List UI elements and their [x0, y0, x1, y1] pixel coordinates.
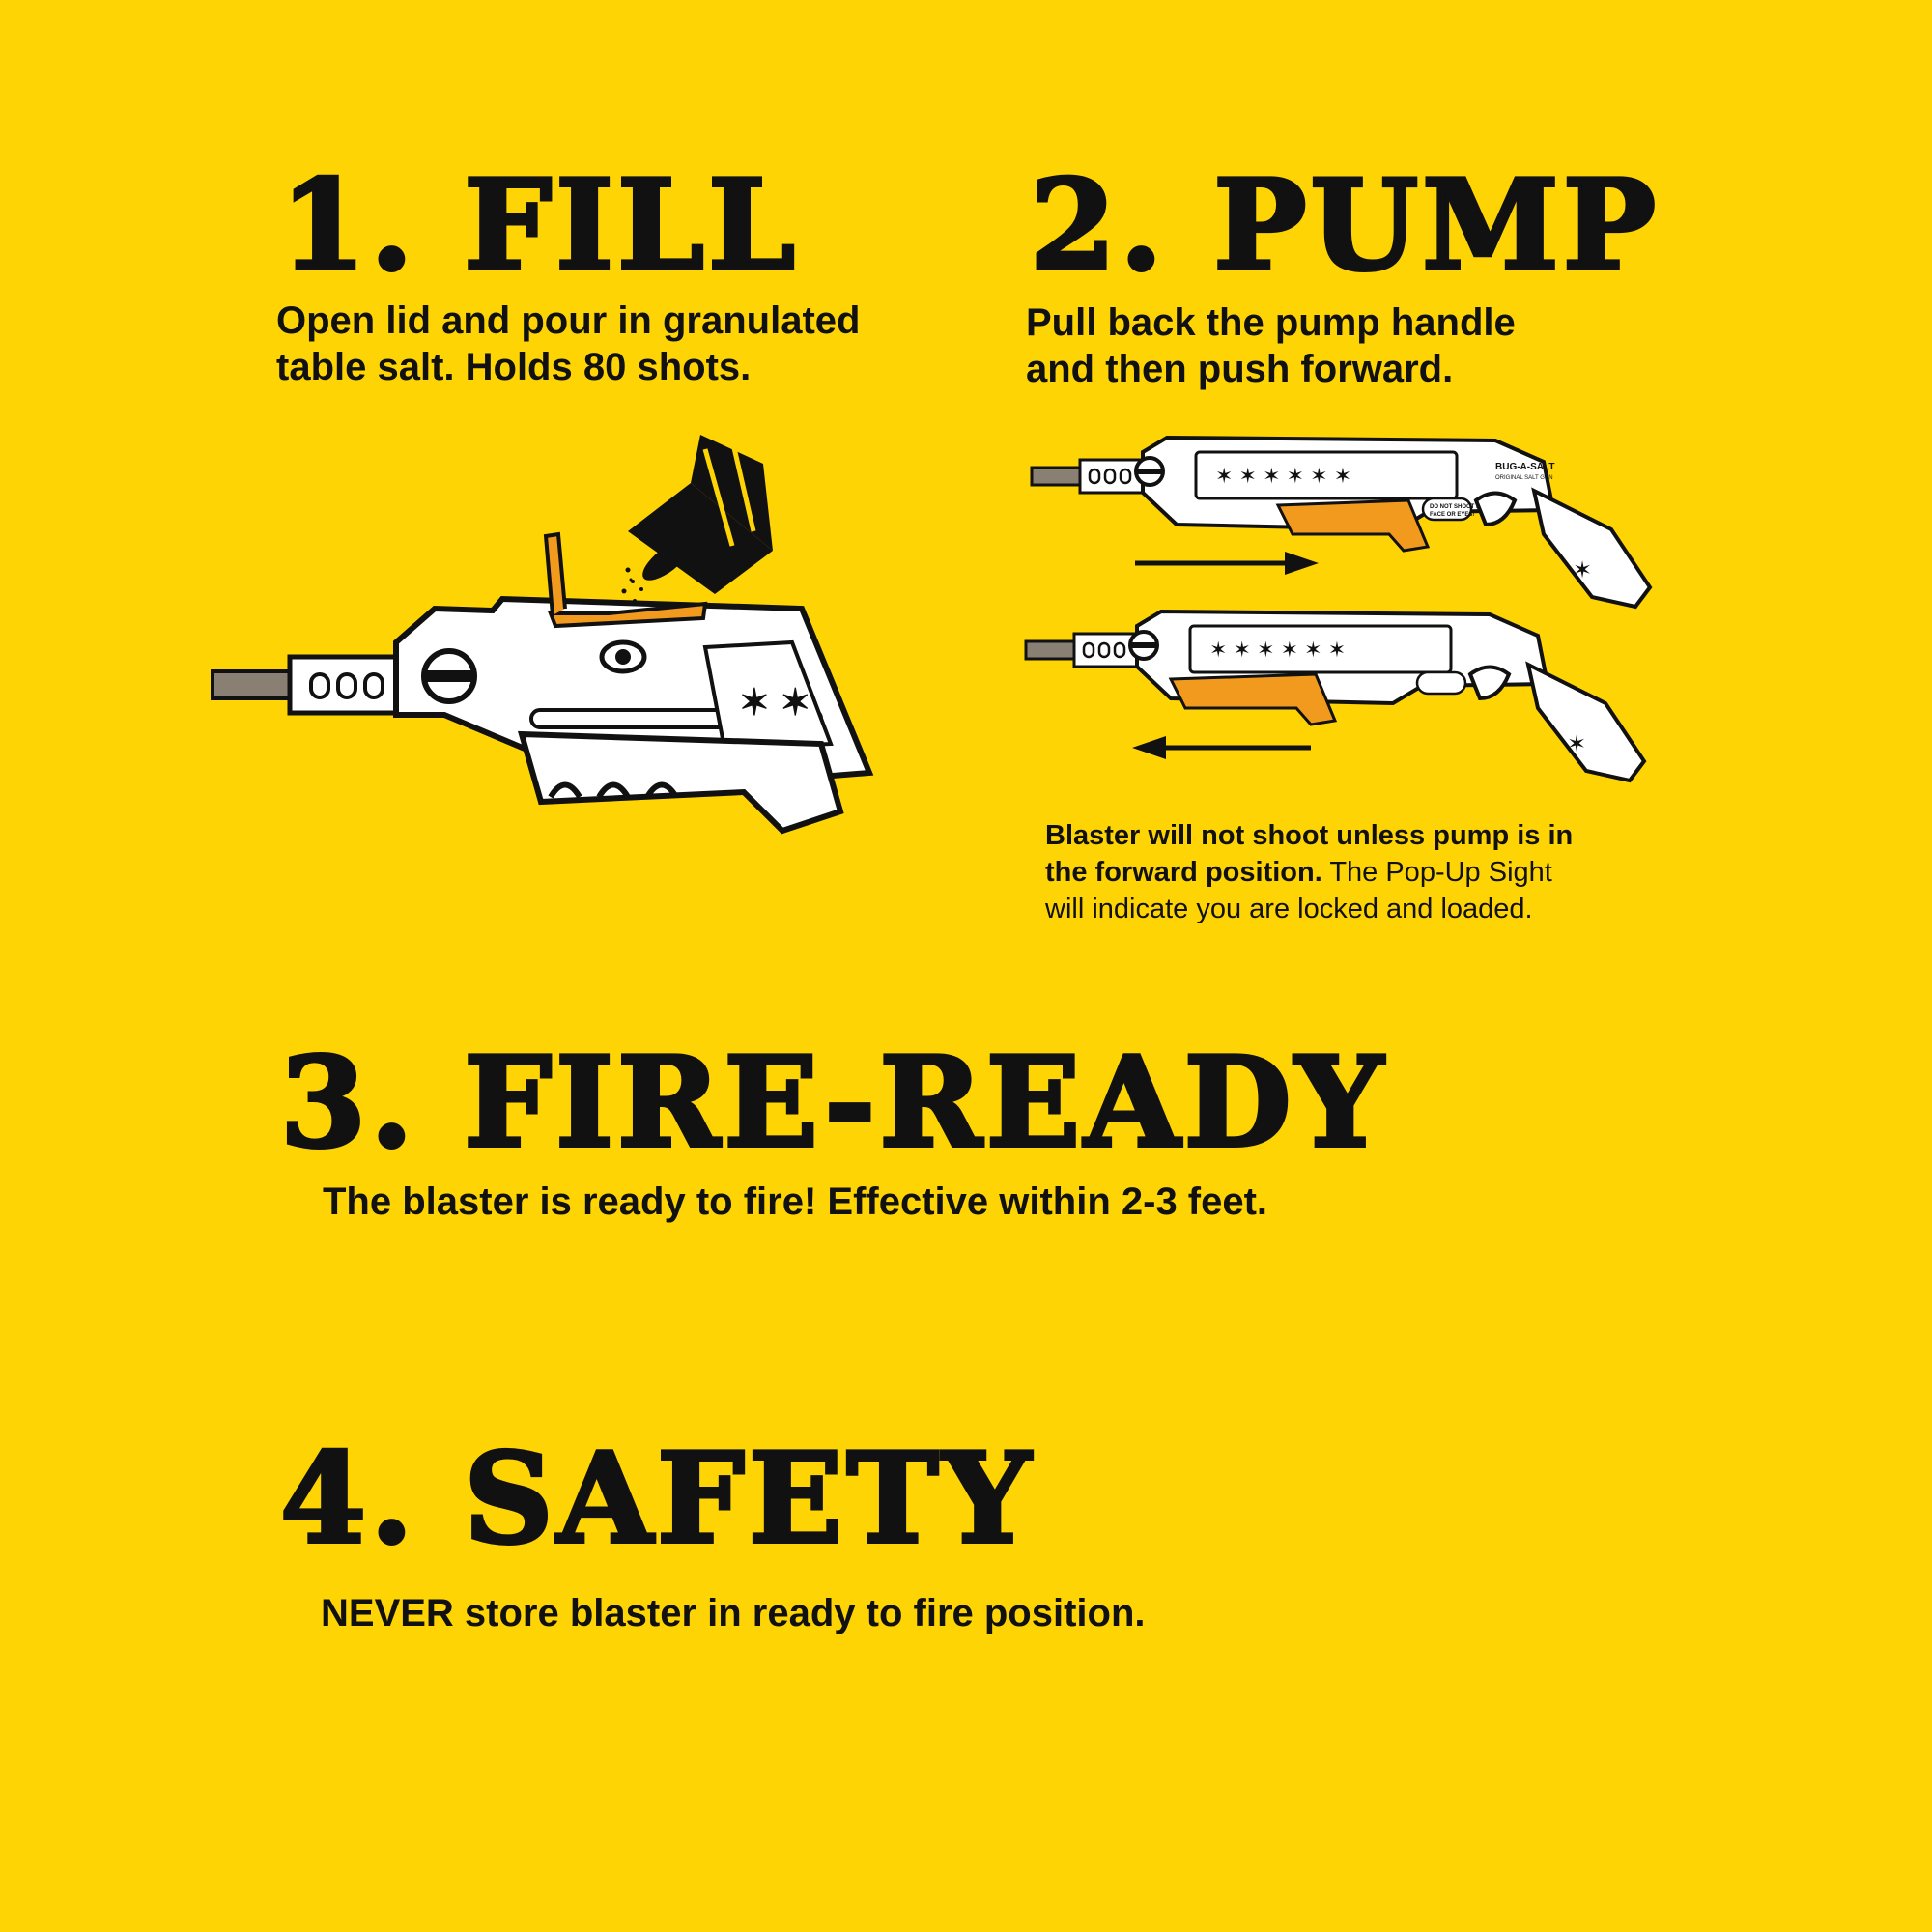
arrow-left-icon [1132, 736, 1311, 759]
step2-description-line2: and then push forward. [1026, 348, 1454, 390]
pump-note-line1: Blaster will not shoot unless pump is in [1045, 817, 1573, 854]
salt-gun-pulled-illustration: ✶ ✶ ✶ ✶ ✶ ✶ BUG-A-SALT ORIGINAL SALT GUN… [1030, 435, 1653, 610]
step4-heading: 4. SAFETY [278, 1427, 1035, 1572]
step1-heading: 1. FILL [278, 154, 799, 298]
svg-text:✶ ✶ ✶ ✶ ✶ ✶: ✶ ✶ ✶ ✶ ✶ ✶ [1215, 464, 1351, 488]
step4-description: NEVER store blaster in ready to fire pos… [321, 1592, 1146, 1634]
step1-description-line2: table salt. Holds 80 shots. [276, 346, 752, 388]
svg-text:✶: ✶ [1567, 731, 1586, 757]
pump-note-rest-line2: The Pop-Up Sight [1321, 857, 1552, 888]
salt-gun-forward-illustration: ✶ ✶ ✶ ✶ ✶ ✶ ✶ [1024, 609, 1647, 783]
step3-heading: 3. FIRE-READY [278, 1031, 1387, 1176]
svg-text:✶: ✶ [1573, 557, 1592, 583]
svg-text:✶ ✶ ✶ ✶ ✶ ✶: ✶ ✶ ✶ ✶ ✶ ✶ [1209, 638, 1346, 662]
gun-tagline-label: ORIGINAL SALT GUN [1495, 475, 1553, 481]
pump-note-line3: will indicate you are locked and loaded. [1045, 894, 1533, 924]
step2-description-line1: Pull back the pump handle [1026, 301, 1516, 344]
gun-warning-line1: DO NOT SHOOT IN [1430, 504, 1482, 510]
gun-brand-label: BUG-A-SALT [1495, 462, 1554, 472]
step1-description-line1: Open lid and pour in granulated [276, 299, 861, 342]
salt-gun-fill-illustration: ✶ ✶ [211, 435, 874, 835]
gun-warning-line2: FACE OR EYES! [1430, 512, 1474, 518]
pump-note-line2: the forward position. The Pop-Up Sight [1045, 854, 1552, 891]
pump-note-bold-line2: the forward position. [1045, 857, 1322, 888]
step2-heading: 2. PUMP [1028, 154, 1660, 298]
arrow-right-icon [1135, 552, 1319, 575]
svg-text:✶ ✶: ✶ ✶ [739, 683, 810, 724]
step3-description: The blaster is ready to fire! Effective … [323, 1180, 1268, 1223]
salt-shaker-icon [628, 435, 773, 594]
pump-note-bold-line1: Blaster will not shoot unless pump is in [1045, 820, 1574, 851]
